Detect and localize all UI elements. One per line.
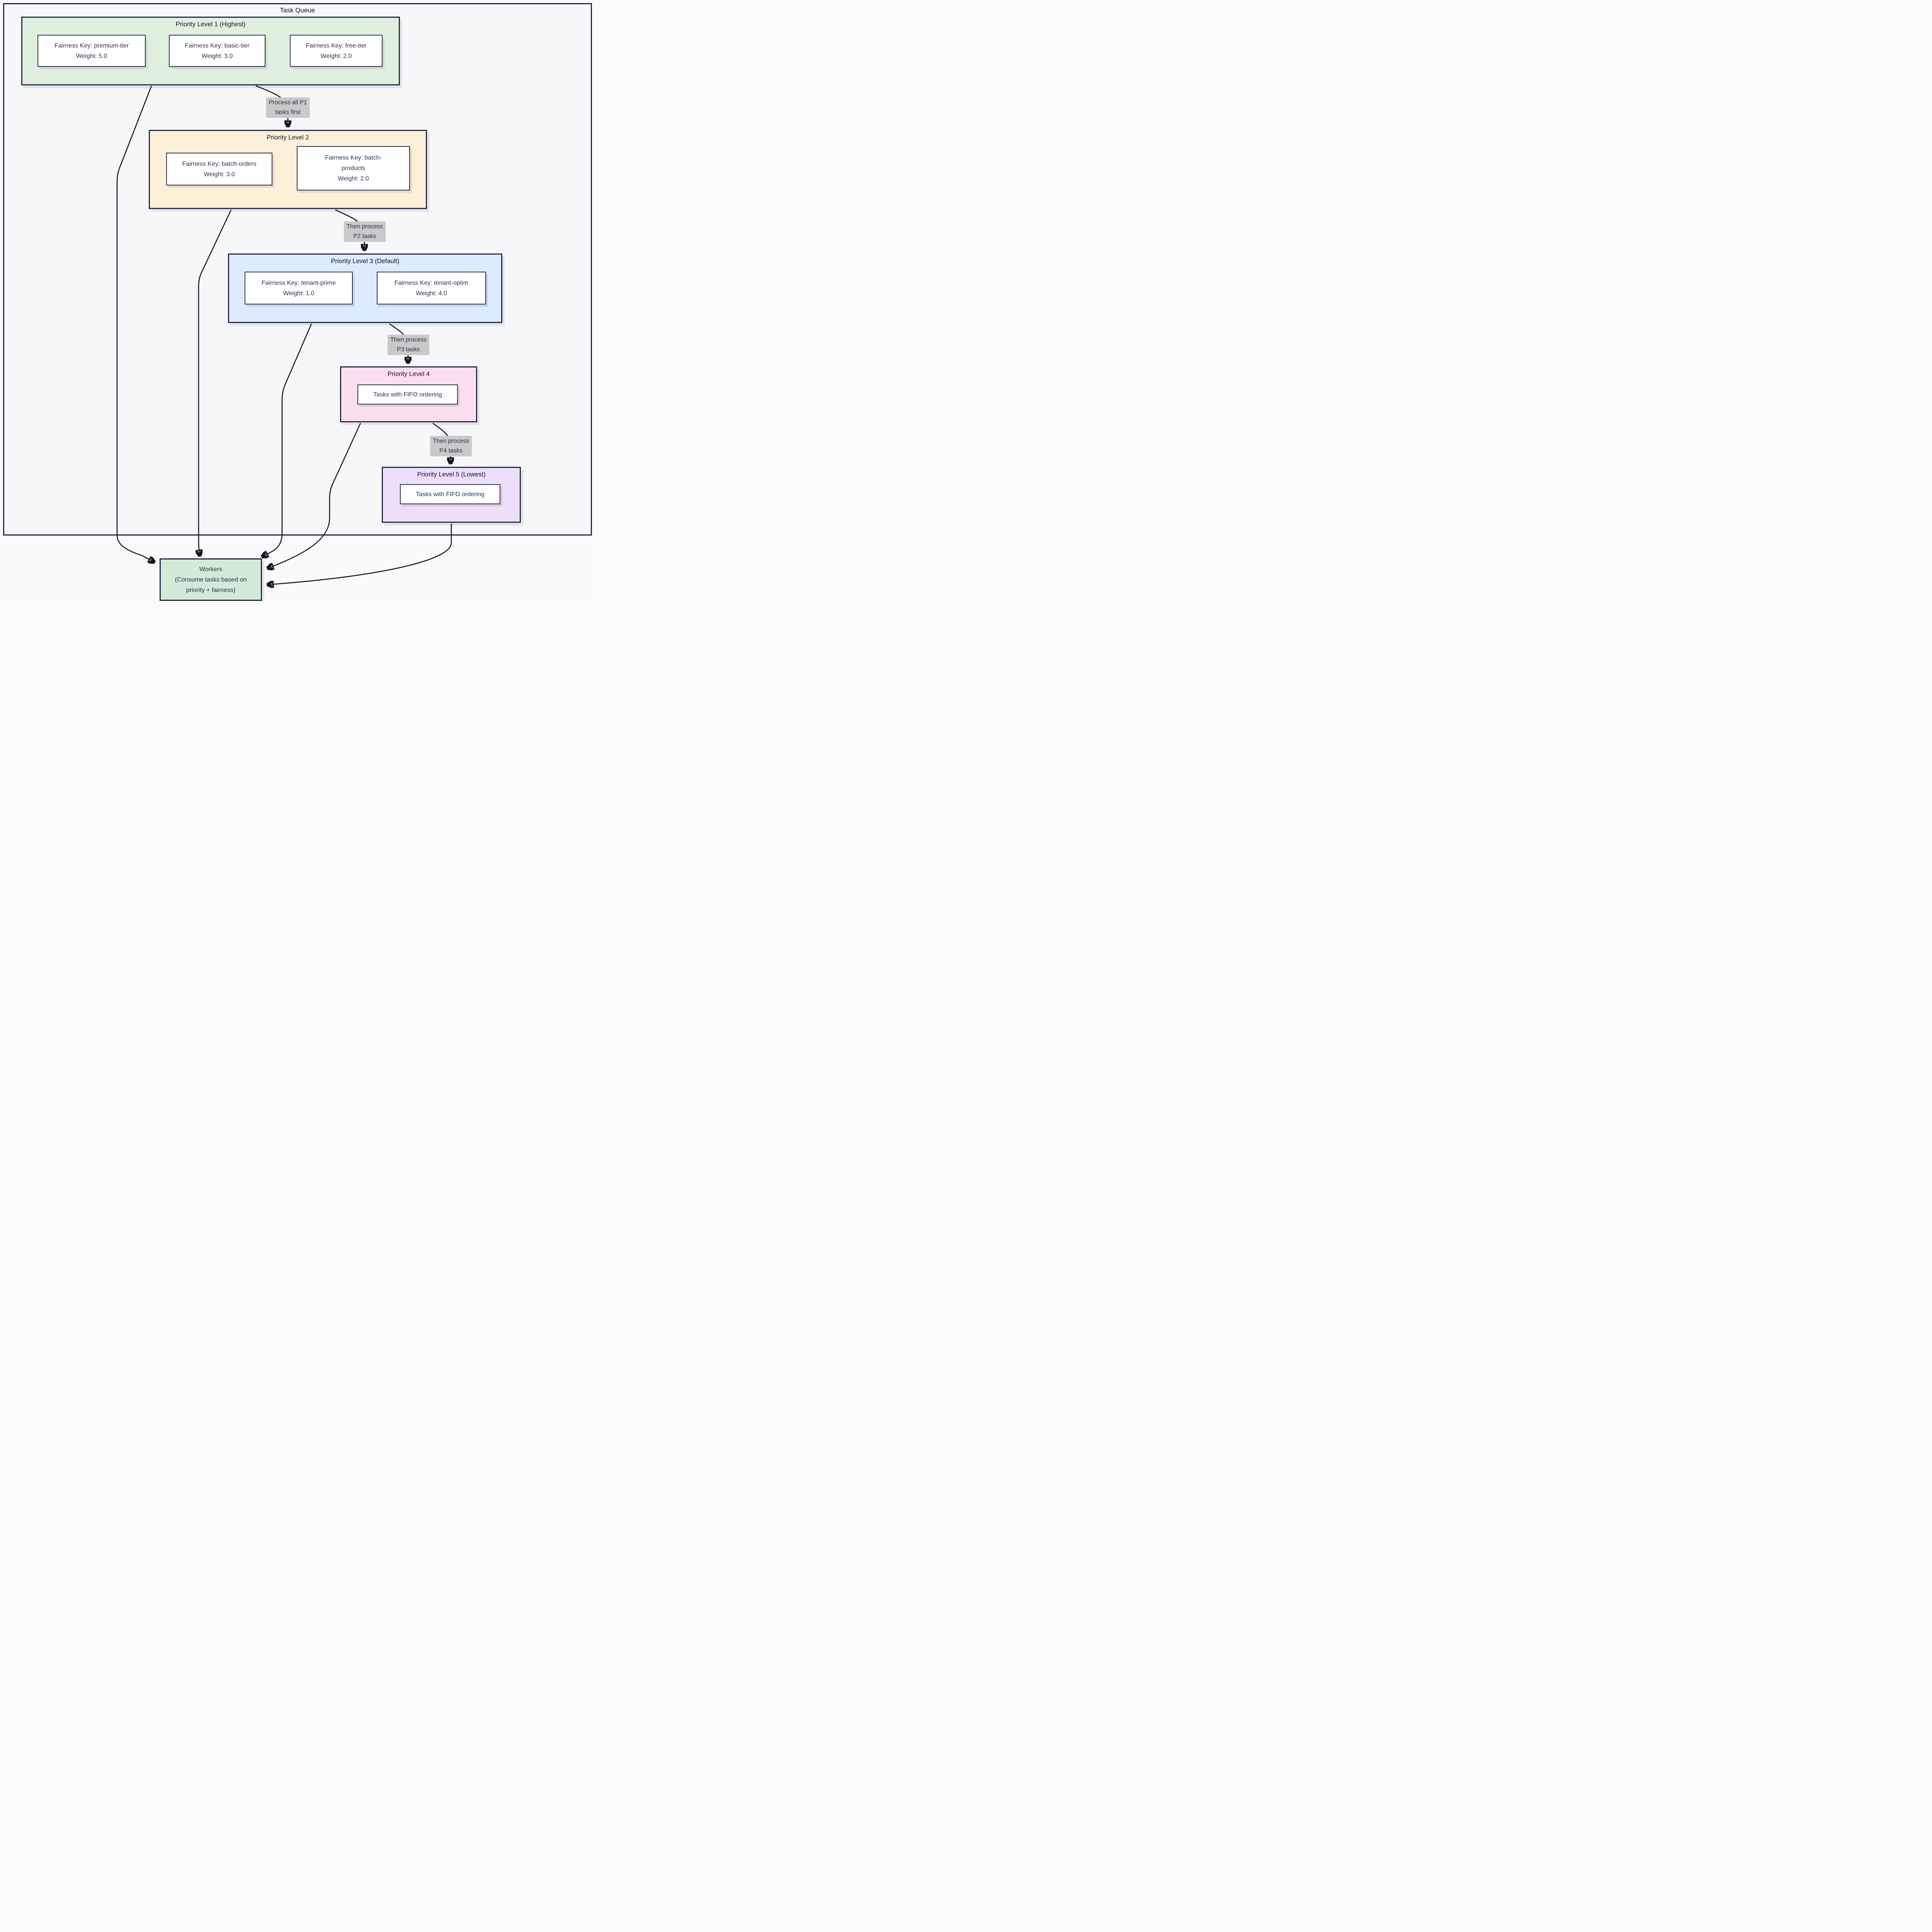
- node-text-line: Weight: 3.0: [204, 171, 235, 178]
- node-fifo-p5: Tasks with FIFO ordering: [400, 484, 500, 504]
- frame-title: Task Queue: [280, 7, 315, 14]
- edge-label-line: Then process: [390, 337, 427, 343]
- group-title: Priority Level 3 (Default): [331, 258, 400, 265]
- node-batch-products: Fairness Key: batch- products Weight: 2.…: [297, 146, 410, 190]
- node-text-line: Fairness Key: free-tier: [306, 42, 367, 49]
- node-text-line: Weight: 2.0: [338, 175, 369, 182]
- edge-label-line: P2 tasks: [353, 233, 376, 240]
- edge-label-line: tasks first: [275, 109, 301, 116]
- node-basic-tier: Fairness Key: basic-tier Weight: 3.0: [169, 35, 265, 67]
- workers-text-line: (Consume tasks based on: [175, 576, 247, 583]
- node-text-line: products: [341, 165, 366, 172]
- node-text-line: Fairness Key: tenant-optim: [394, 279, 469, 286]
- node-text-line: Tasks with FIFO ordering: [416, 491, 485, 498]
- group-title: Priority Level 5 (Lowest): [417, 471, 486, 478]
- workers-node: Workers (Consume tasks based on priority…: [160, 558, 262, 601]
- node-batch-orders: Fairness Key: batch-orders Weight: 3.0: [166, 153, 272, 185]
- node-text-line: Fairness Key: batch-orders: [182, 160, 257, 167]
- node-tenant-optim: Fairness Key: tenant-optim Weight: 4.0: [377, 272, 486, 304]
- node-premium-tier: Fairness Key: premium-tier Weight: 5.0: [37, 35, 146, 67]
- node-tenant-prime: Fairness Key: tenant-prime Weight: 1.0: [245, 272, 353, 304]
- group-title: Priority Level 1 (Highest): [175, 21, 246, 28]
- node-text-line: Fairness Key: batch-: [325, 155, 382, 161]
- edge-label-p4-p5: Then process P4 tasks: [430, 436, 472, 456]
- node-text-line: Tasks with FIFO ordering: [373, 391, 442, 398]
- node-text-line: Fairness Key: premium-tier: [54, 42, 129, 49]
- edge-label-line: Then process: [433, 438, 469, 444]
- diagram-canvas: Task Queue Priority Level 1 (Highest) Pr…: [0, 0, 596, 601]
- node-text-line: Weight: 5.0: [76, 53, 107, 60]
- node-fifo-p4: Tasks with FIFO ordering: [357, 384, 458, 405]
- edge-label-p1-p2: Process all P1 tasks first: [266, 97, 310, 118]
- workers-text-line: priority + fairness): [186, 587, 236, 594]
- group-title: Priority Level 4: [387, 371, 430, 378]
- node-text-line: Weight: 3.0: [201, 53, 233, 60]
- edge-label-line: Process all P1: [269, 99, 307, 106]
- node-text-line: Fairness Key: tenant-prime: [261, 279, 336, 286]
- node-text-line: Weight: 1.0: [283, 290, 315, 297]
- edge-label-p3-p4: Then process P3 tasks: [388, 335, 429, 355]
- edge-label-line: P4 tasks: [439, 447, 463, 454]
- workers-text-line: Workers: [199, 566, 223, 573]
- node-text-line: Weight: 2.0: [320, 53, 352, 60]
- edge-label-line: Then process: [347, 223, 383, 230]
- node-text-line: Fairness Key: basic-tier: [185, 42, 250, 49]
- group-title: Priority Level 2: [267, 134, 309, 141]
- node-text-line: Weight: 4.0: [416, 290, 447, 297]
- edge-label-p2-p3: Then process P2 tasks: [344, 221, 386, 242]
- node-free-tier: Fairness Key: free-tier Weight: 2.0: [290, 35, 383, 67]
- edge-label-line: P3 tasks: [397, 346, 420, 353]
